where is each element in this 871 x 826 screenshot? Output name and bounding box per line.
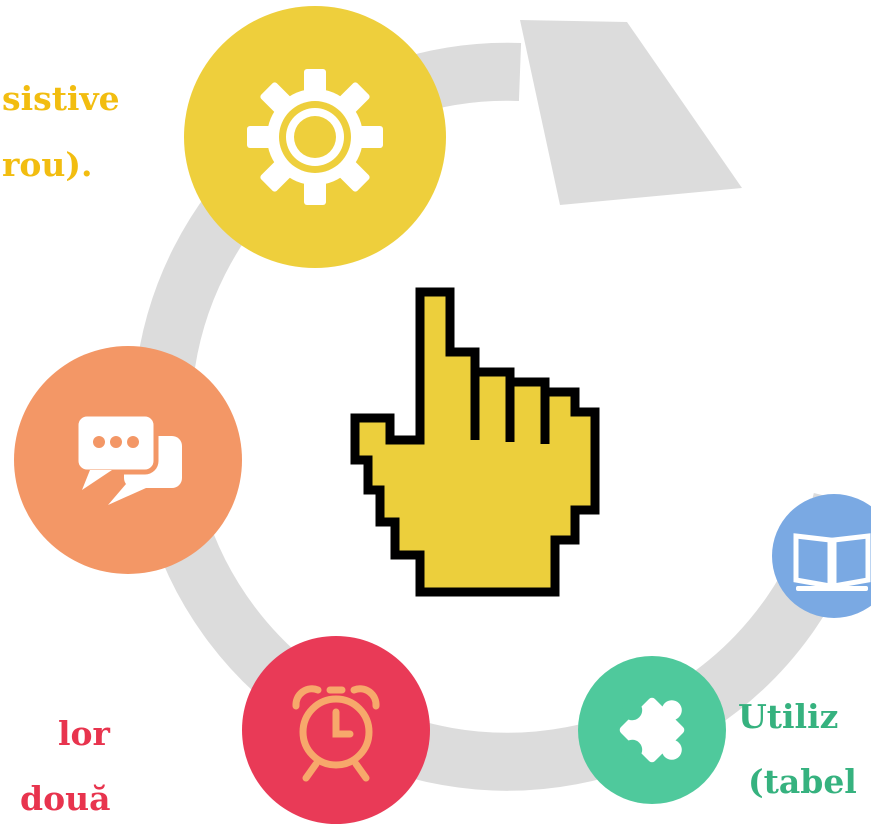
bottom-right-label-line2: (tabel (748, 762, 857, 801)
bottom-right-label-line1: Utiliz (738, 697, 839, 736)
alarm-node[interactable] (242, 636, 430, 824)
book-icon (793, 533, 871, 591)
top-left-label-line2: rou). (2, 145, 93, 184)
gear-icon (247, 69, 383, 205)
pointer-hand-icon (350, 287, 600, 597)
book-node[interactable] (772, 494, 871, 618)
top-left-label-line1: sistive (2, 79, 120, 118)
bottom-left-label-line2: două (20, 779, 111, 818)
settings-node[interactable] (184, 6, 446, 268)
chat-node[interactable] (14, 346, 242, 574)
puzzle-icon (619, 697, 685, 763)
alarm-clock-icon (292, 685, 380, 782)
bottom-left-label-line1: lor (58, 714, 110, 753)
chat-bubbles-icon (73, 411, 182, 505)
puzzle-node[interactable] (578, 656, 726, 804)
cycle-arrowhead (520, 20, 742, 205)
